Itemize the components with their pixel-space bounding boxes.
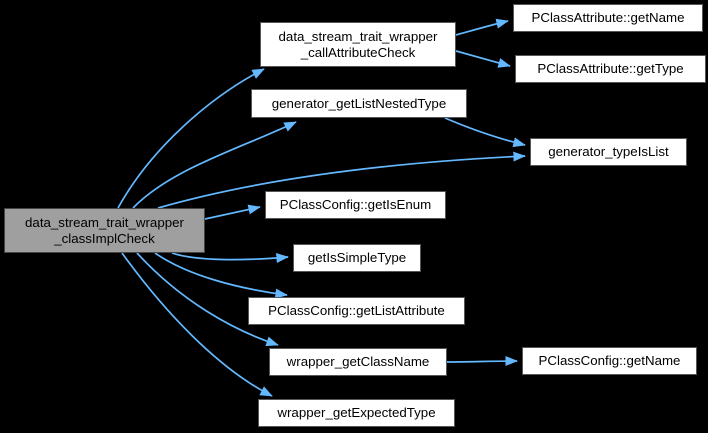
node-generator-type-is-list[interactable]: generator_typeIsList xyxy=(530,138,687,166)
edge-callattributecheck-to-attrgettype xyxy=(455,50,511,68)
node-get-is-simple-type[interactable]: getIsSimpleType xyxy=(293,244,421,272)
node-call-attribute-check[interactable]: data_stream_trait_wrapper _callAttribute… xyxy=(260,22,456,67)
node-wrapper-get-expected-type[interactable]: wrapper_getExpectedType xyxy=(258,399,455,427)
node-pclassconfig-get-is-enum[interactable]: PClassConfig::getIsEnum xyxy=(265,191,446,219)
edge-classimplcheck-to-callattributecheck xyxy=(117,68,265,209)
edge-classimplcheck-to-getisenum xyxy=(204,204,261,220)
edge-classimplcheck-to-getissimpletype xyxy=(171,252,289,263)
node-pclassconfig-get-list-attribute[interactable]: PClassConfig::getListAttribute xyxy=(248,297,465,325)
edge-classimplcheck-to-getlistnestedtype xyxy=(132,121,297,209)
edge-classimplcheck-to-getclassname xyxy=(136,252,279,347)
node-wrapper-get-class-name[interactable]: wrapper_getClassName xyxy=(269,348,447,376)
node-pclassattribute-get-type[interactable]: PClassAttribute::getType xyxy=(515,55,706,83)
edge-callattributecheck-to-attrgetname xyxy=(455,18,509,36)
node-pclassconfig-get-name[interactable]: PClassConfig::getName xyxy=(522,347,697,375)
edge-getclassname-to-configgetname xyxy=(446,356,518,367)
node-generator-get-list-nested-type[interactable]: generator_getListNestedType xyxy=(251,89,467,118)
edge-classimplcheck-to-getexpectedtype xyxy=(121,252,273,397)
edge-classimplcheck-to-getlistattribute xyxy=(154,252,288,299)
node-class-impl-check: data_stream_trait_wrapper _classImplChec… xyxy=(4,208,205,253)
edge-getlistnestedtype-to-typeislist xyxy=(444,117,526,148)
edge-classimplcheck-to-typeislist xyxy=(157,151,526,209)
node-pclassattribute-get-name[interactable]: PClassAttribute::getName xyxy=(513,4,703,32)
